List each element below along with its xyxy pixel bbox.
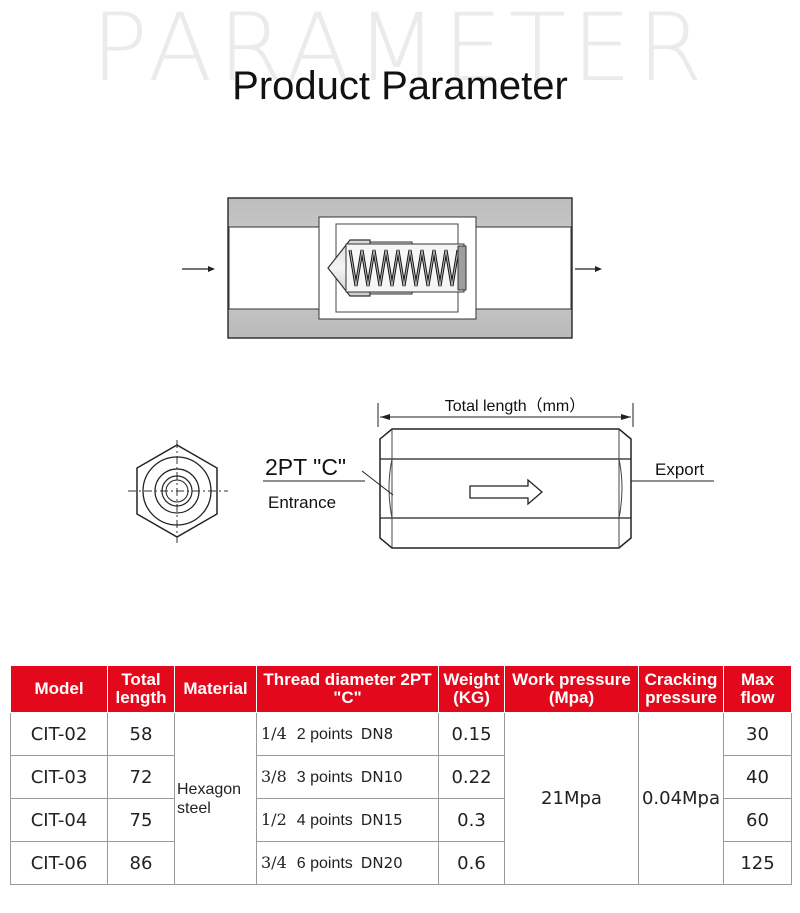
header-thread-diameter: Thread diameter 2PT "C" — [256, 665, 439, 713]
thread-cell: 3/4 6 points DN20 — [256, 841, 439, 885]
flow-cell: 30 — [723, 712, 792, 756]
thread-cell: 1/2 4 points DN15 — [256, 798, 439, 842]
header-weight: Weight (KG) — [438, 665, 505, 713]
model-cell: CIT-04 — [10, 798, 108, 842]
model-cell: CIT-06 — [10, 841, 108, 885]
model-cell: CIT-02 — [10, 712, 108, 756]
thread-dn: DN20 — [360, 854, 403, 872]
thread-size: 3/8 — [261, 767, 287, 786]
header-material: Material — [174, 665, 257, 713]
check-valve-dimension-diagram: Total length（mm） 2PT "C" Entrance Export — [128, 397, 714, 549]
thread-cell: 3/8 3 points DN10 — [256, 755, 439, 799]
cracking-pressure-cell: 0.04Mpa — [638, 712, 724, 885]
flow-cell: 40 — [723, 755, 792, 799]
material-cell: Hexagon steel — [174, 712, 257, 885]
table-row: CIT-02 58 Hexagon steel 1/4 2 points DN8 0… — [10, 712, 792, 885]
table-row: CIT-06 86 3/4 6 points DN20 0.6 125 — [10, 841, 792, 885]
page-title: Product Parameter — [232, 64, 568, 108]
weight-cell: 0.22 — [438, 755, 505, 799]
header-model: Model — [10, 665, 108, 713]
table-row: CIT-03 72 3/8 3 points DN10 0.22 40 — [10, 755, 792, 799]
work-pressure-cell: 21Mpa — [504, 712, 639, 885]
table-header-row: Model Total length Material Thread diame… — [10, 665, 792, 713]
flow-cell: 60 — [723, 798, 792, 842]
model-cell: CIT-03 — [10, 755, 108, 799]
header-max-flow: Max flow — [723, 665, 792, 713]
weight-cell: 0.3 — [438, 798, 505, 842]
valve-body-side-view — [379, 428, 632, 549]
entrance-label: Entrance — [268, 493, 336, 512]
length-cell: 86 — [107, 841, 175, 885]
thread-size: 3/4 — [261, 853, 287, 872]
thread-size: 1/4 — [261, 724, 287, 743]
thread-points: 4 points — [296, 812, 353, 829]
thread-points: 6 points — [296, 855, 353, 872]
hexagon-end-view — [128, 440, 228, 543]
thread-cell: 1/4 2 points DN8 — [256, 712, 439, 756]
total-length-label: Total length（mm） — [445, 397, 586, 415]
check-valve-cross-section-diagram — [182, 197, 602, 339]
length-cell: 75 — [107, 798, 175, 842]
thread-points: 2 points — [296, 726, 353, 743]
thread-dn: DN10 — [360, 768, 403, 786]
thread-label: 2PT "C" — [265, 454, 346, 480]
length-cell: 72 — [107, 755, 175, 799]
flow-cell: 125 — [723, 841, 792, 885]
parameter-watermark: PARAMETER — [91, 0, 709, 103]
flow-direction-arrow-icon — [469, 478, 543, 506]
header-total-length: Total length — [107, 665, 175, 713]
header-cracking-pressure: Cracking pressure — [638, 665, 724, 713]
export-label: Export — [655, 460, 704, 479]
thread-points: 3 points — [296, 769, 353, 786]
parameter-table: Model Total length Material Thread diame… — [10, 665, 792, 885]
weight-cell: 0.6 — [438, 841, 505, 885]
length-cell: 58 — [107, 712, 175, 756]
thread-size: 1/2 — [261, 810, 287, 829]
weight-cell: 0.15 — [438, 712, 505, 756]
thread-dn: DN8 — [360, 725, 394, 743]
header-work-pressure: Work pressure (Mpa) — [504, 665, 639, 713]
thread-dn: DN15 — [360, 811, 403, 829]
